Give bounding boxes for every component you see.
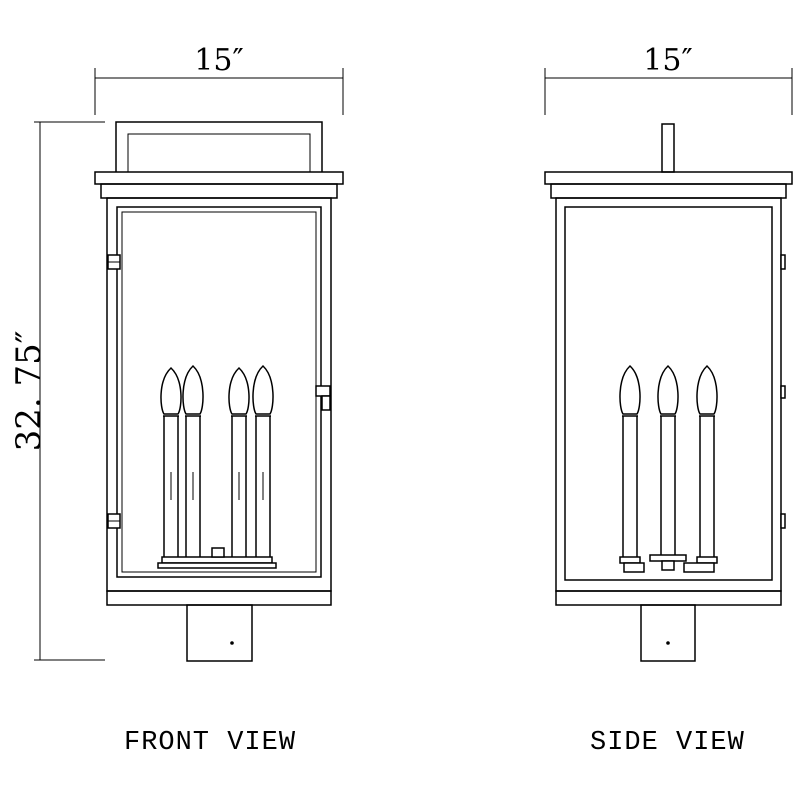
- front-height-dimension: 32. 75″: [9, 121, 105, 661]
- side-view-label: SIDE VIEW: [590, 728, 745, 758]
- front-glass-panel: [116, 206, 322, 578]
- front-base: [106, 590, 332, 606]
- front-candles: [160, 364, 274, 557]
- side-hinges: [780, 254, 786, 529]
- side-width-label: 15″: [643, 43, 692, 78]
- side-glass-panel: [564, 206, 773, 581]
- side-post-mount: [640, 604, 696, 662]
- front-door-latch: [315, 385, 331, 411]
- side-view-drawing: 15″: [544, 43, 793, 662]
- front-hinges: [107, 254, 121, 529]
- front-view-label: FRONT VIEW: [124, 728, 297, 758]
- front-candle-cluster: [157, 547, 277, 569]
- front-width-dimension: 15″: [94, 43, 344, 115]
- front-roof-cap: [94, 171, 344, 185]
- side-candles: [619, 364, 718, 557]
- side-candle-cluster: [619, 554, 718, 573]
- front-height-label: 32. 75″: [9, 331, 49, 452]
- front-view-drawing: 15″ 32. 75″: [9, 43, 344, 662]
- side-top-handle: [661, 123, 675, 173]
- front-width-label: 15″: [194, 43, 243, 78]
- side-base: [555, 590, 782, 606]
- side-body-frame: [555, 197, 782, 592]
- side-roof-cap: [544, 171, 793, 185]
- front-post-mount: [186, 604, 253, 662]
- front-top-handle: [115, 121, 323, 172]
- front-body-frame: [106, 197, 332, 592]
- side-width-dimension: 15″: [544, 43, 793, 115]
